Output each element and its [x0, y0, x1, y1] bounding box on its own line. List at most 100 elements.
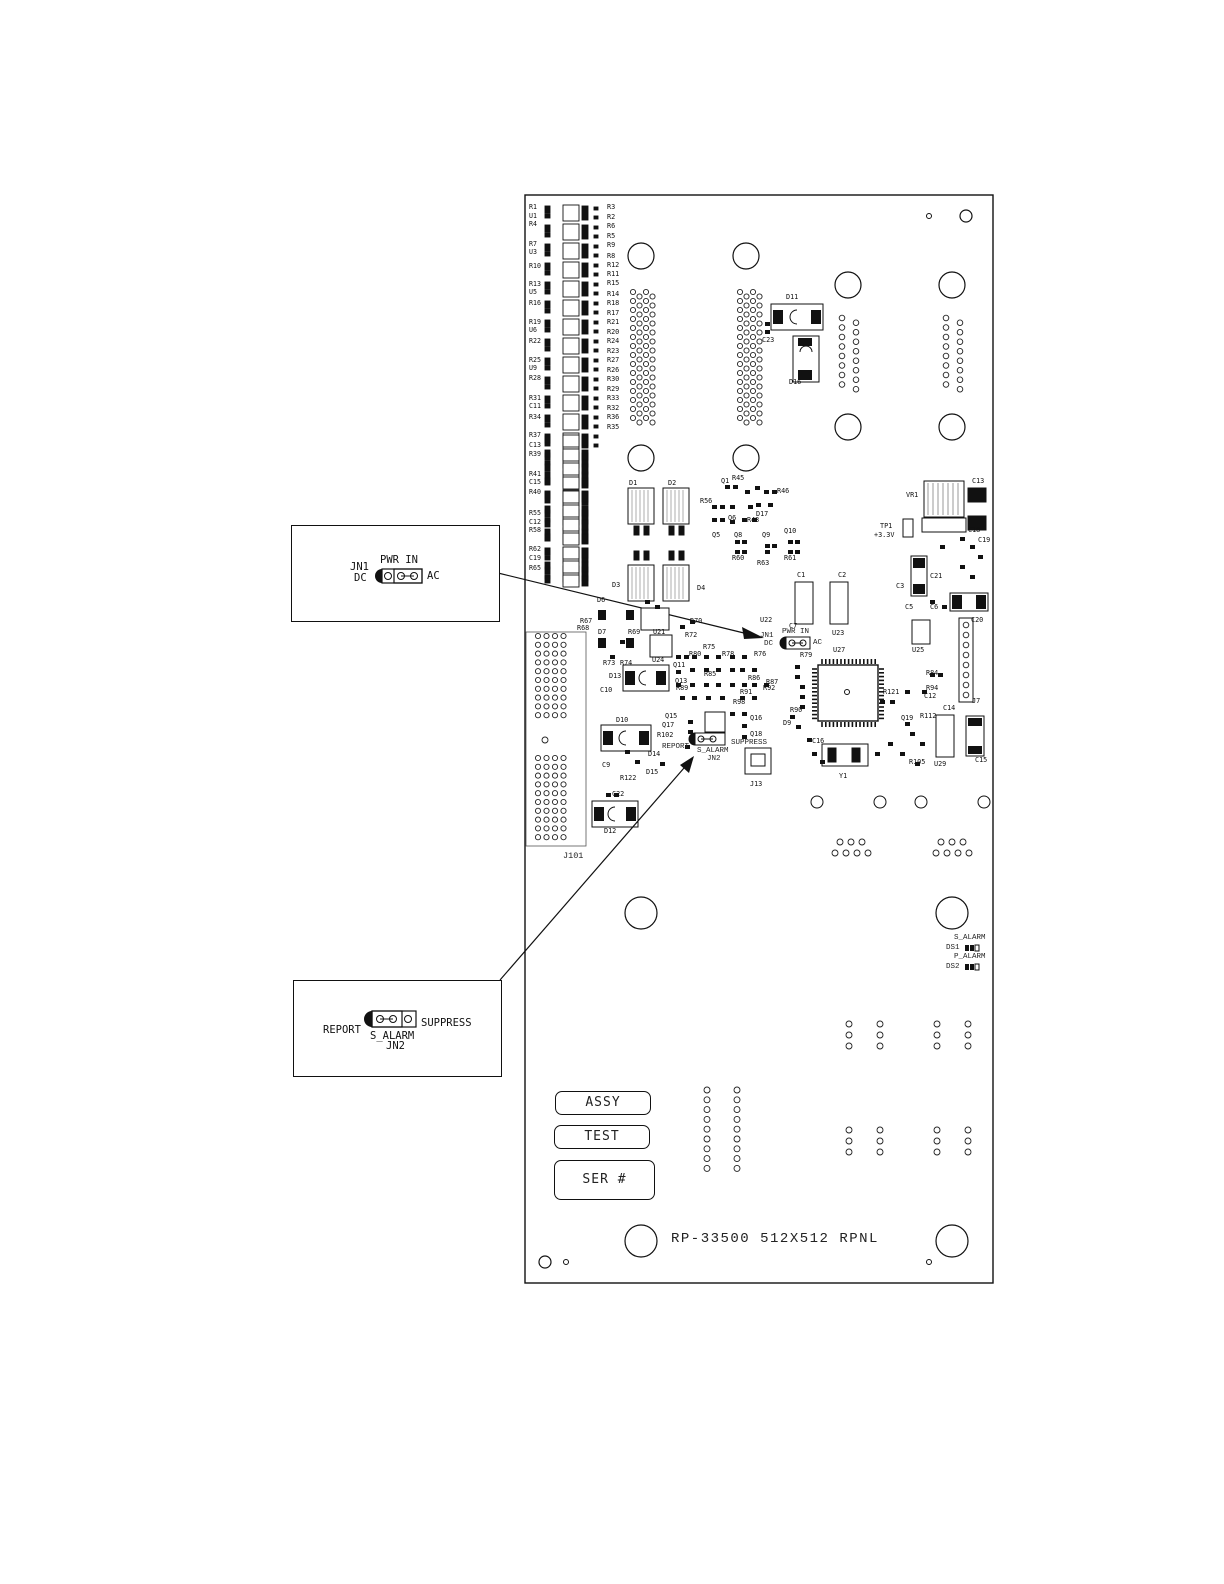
- ref-label: C7: [789, 622, 797, 630]
- pin-pad: [733, 1145, 741, 1153]
- pin-pad: [534, 632, 542, 640]
- u27-processor: [812, 659, 884, 727]
- pin-pad: [543, 807, 550, 814]
- smd-pad: [593, 301, 599, 306]
- pin-pad: [749, 414, 757, 422]
- pin-pad: [534, 807, 542, 814]
- ref-label: C9: [602, 761, 610, 769]
- pin-pad: [649, 338, 656, 345]
- ref-label: C10: [600, 686, 612, 694]
- board-jn1-name: JN1: [760, 632, 774, 640]
- resistor-body: [562, 462, 580, 476]
- pin-pad: [551, 816, 559, 823]
- pin-pad: [534, 772, 542, 779]
- led-p-alarm-label: P_ALARM: [954, 953, 986, 961]
- pin-pad: [743, 401, 750, 408]
- pin-pad: [743, 338, 750, 345]
- smd-pad: [581, 224, 589, 240]
- pin-pad: [560, 685, 567, 692]
- smd-pad: [730, 520, 735, 524]
- smd-pad: [688, 730, 693, 734]
- smd-pad: [716, 655, 721, 659]
- smd-pad: [593, 291, 599, 296]
- smd-pad: [712, 518, 717, 522]
- smd-pad: [748, 505, 753, 509]
- board-jn1-left: DC: [764, 640, 774, 648]
- pin-pad: [642, 360, 650, 368]
- pin-pad: [560, 703, 567, 710]
- pin-pad: [560, 641, 567, 648]
- pin-pad: [543, 659, 550, 666]
- ref-label: R10: [529, 262, 541, 270]
- smd-pad: [544, 300, 551, 309]
- pin-pad: [933, 1031, 941, 1039]
- ref-label: R75: [703, 643, 715, 651]
- pin-pad: [551, 772, 559, 779]
- ref-label: R105: [909, 758, 925, 766]
- led-ds2-ref: DS2: [946, 963, 960, 971]
- pin-pad: [703, 1145, 711, 1153]
- smd-pad: [905, 722, 910, 726]
- smd-pad: [581, 357, 589, 373]
- smd-pad: [544, 422, 551, 428]
- pin-pad: [733, 1135, 741, 1143]
- pin-pad: [649, 320, 656, 327]
- smd-pad: [807, 738, 812, 742]
- pin-pad: [736, 387, 744, 395]
- ref-label: C21: [930, 572, 942, 580]
- pin-pad: [560, 781, 567, 788]
- board-jn2-left: REPORT: [662, 743, 690, 751]
- smd-pad: [820, 760, 825, 764]
- smd-pad: [593, 405, 599, 410]
- resistor-body: [562, 394, 580, 412]
- pin-pad: [858, 838, 866, 846]
- callout-alarm-jumper-name: JN2: [386, 1040, 405, 1052]
- pin-pad: [629, 288, 637, 296]
- pin-pad: [703, 1115, 711, 1123]
- smd-pad: [593, 263, 599, 268]
- ref-label: D6: [597, 596, 605, 604]
- board-outline: [524, 194, 994, 1284]
- smd-pad: [690, 668, 695, 672]
- smd-pad: [581, 205, 589, 221]
- pin-pad: [743, 347, 750, 354]
- j101-frame: [525, 631, 587, 847]
- ref-label: U22: [760, 616, 772, 624]
- ref-label: C2: [838, 571, 846, 579]
- smd-pad: [593, 367, 599, 372]
- ref-label: C3: [896, 582, 904, 590]
- smd-pad: [942, 605, 947, 609]
- pin-pad: [964, 1126, 972, 1134]
- ref-label: R80: [689, 650, 701, 658]
- smd-pad: [742, 540, 747, 544]
- pin-pad: [736, 405, 744, 413]
- pin-pad: [956, 357, 964, 365]
- pin-pad: [551, 685, 559, 692]
- pin-pad: [629, 360, 637, 368]
- pin-pad: [551, 763, 559, 770]
- smd-pad: [978, 555, 983, 559]
- ref-label: R23: [607, 347, 619, 355]
- pin-pad: [942, 371, 950, 379]
- ref-label: R29: [607, 385, 619, 393]
- pin-pad: [649, 419, 656, 426]
- pin-pad: [749, 297, 757, 305]
- pin-pad: [964, 1020, 972, 1028]
- pin-pad: [743, 410, 750, 417]
- ref-label: D1: [629, 479, 637, 487]
- pin-pad: [962, 651, 970, 659]
- smd-pad: [593, 415, 599, 420]
- pin-pad: [534, 763, 542, 770]
- smd-pad: [544, 395, 551, 404]
- large-holes: [538, 242, 969, 1269]
- pin-pad: [534, 712, 542, 719]
- pin-pad: [560, 632, 567, 640]
- pin-pad: [942, 381, 950, 388]
- vr1-regulator: [902, 480, 987, 538]
- pin-pad: [749, 369, 757, 377]
- smd-pad: [875, 752, 880, 756]
- via-hole: [926, 213, 932, 219]
- pin-pad: [749, 396, 757, 404]
- ref-label: D9: [783, 719, 791, 727]
